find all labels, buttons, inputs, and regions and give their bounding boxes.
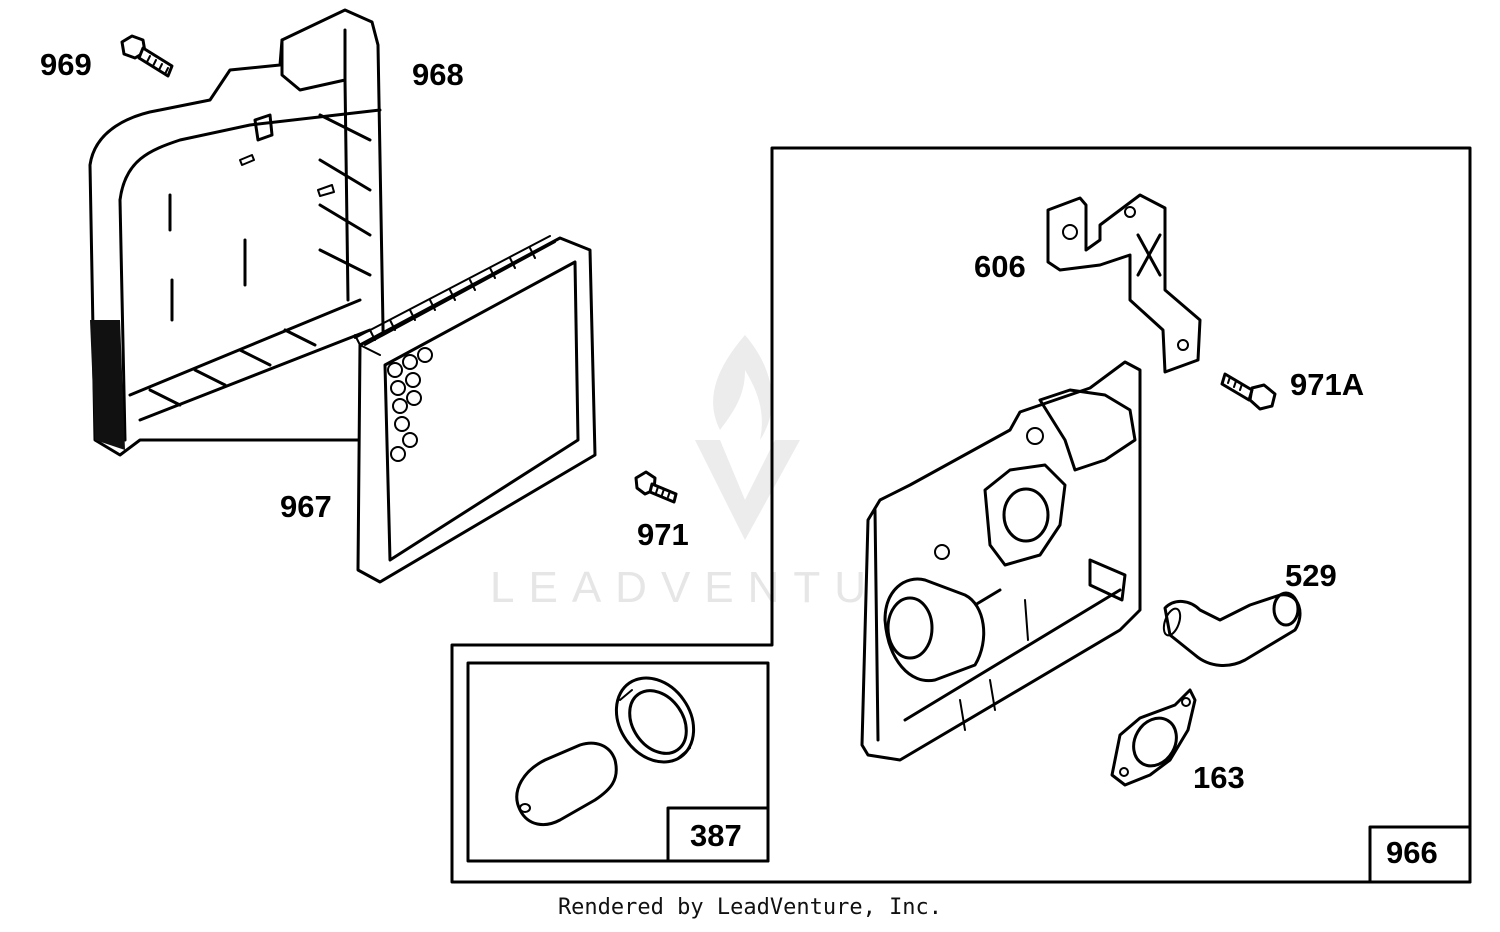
label-606: 606 bbox=[974, 249, 1026, 284]
screw-971 bbox=[634, 470, 678, 504]
box-387 bbox=[666, 806, 770, 863]
label-529: 529 bbox=[1285, 558, 1337, 593]
bracket-606 bbox=[1046, 193, 1202, 374]
bolt-969 bbox=[120, 34, 174, 78]
gasket-163 bbox=[1110, 688, 1197, 787]
elbow-529 bbox=[1162, 591, 1302, 667]
frame-387 bbox=[466, 661, 770, 863]
label-969: 969 bbox=[40, 47, 92, 82]
filter-mesh bbox=[387, 347, 433, 462]
screw-971a bbox=[1220, 372, 1277, 411]
filter-967 bbox=[354, 235, 597, 584]
label-968: 968 bbox=[412, 57, 464, 92]
label-971: 971 bbox=[637, 517, 689, 552]
label-163: 163 bbox=[1193, 760, 1245, 795]
label-387: 387 bbox=[690, 818, 742, 853]
cover-968 bbox=[88, 8, 387, 457]
base-966 bbox=[860, 360, 1142, 762]
frame-966 bbox=[450, 146, 1472, 884]
box-966 bbox=[1368, 825, 1472, 884]
primer-387 bbox=[515, 676, 696, 827]
label-966: 966 bbox=[1386, 835, 1438, 870]
label-971a: 971A bbox=[1290, 367, 1364, 402]
label-967: 967 bbox=[280, 489, 332, 524]
render-credit: Rendered by LeadVenture, Inc. bbox=[557, 895, 943, 920]
